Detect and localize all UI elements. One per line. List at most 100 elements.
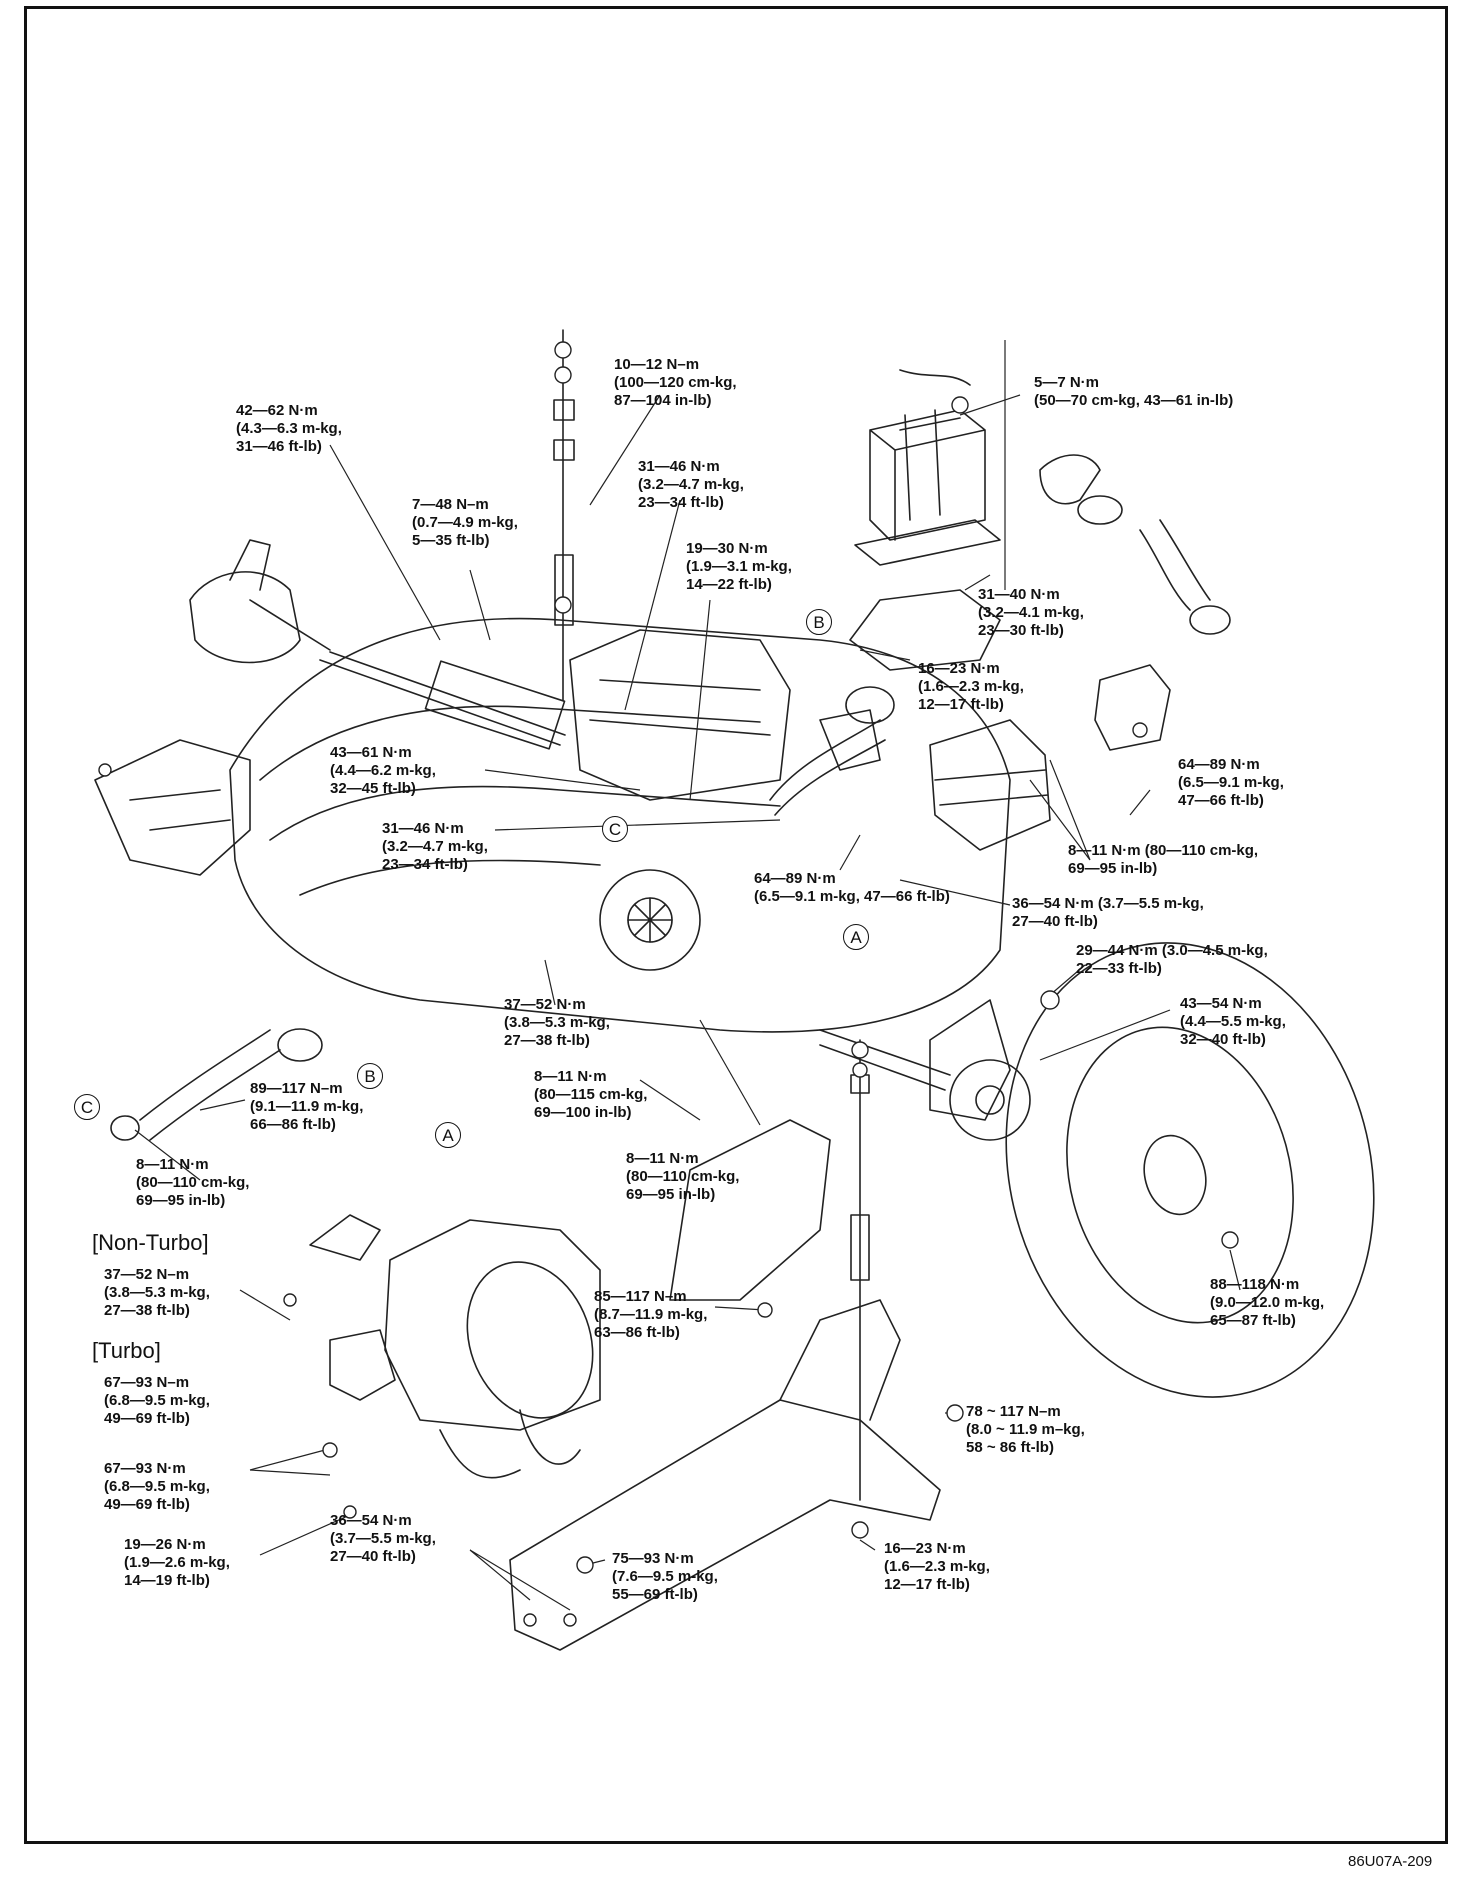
leader-t21 <box>134 1129 201 1181</box>
wheel-rim <box>1066 1026 1294 1324</box>
torque-spec: 7—48 N–m(0.7—4.9 m-kg,5—35 ft-lb) <box>412 496 518 549</box>
leader-t06 <box>689 599 711 801</box>
torque-spec: 31—46 N·m(3.2—4.7 m-kg,23—34 ft-lb) <box>638 458 744 511</box>
torque-spec: 42—62 N·m(4.3—6.3 m-kg,31—46 ft-lb) <box>236 402 342 455</box>
torque-spec: 37—52 N–m(3.8—5.3 m-kg,27—38 ft-lb) <box>104 1266 210 1319</box>
torque-spec: 31—40 N·m(3.2—4.1 m-kg,23—30 ft-lb) <box>978 586 1084 639</box>
intake-hose <box>1139 519 1211 611</box>
nut-18 <box>98 763 112 777</box>
nut-16 <box>523 1613 537 1627</box>
engine-mount-right <box>819 709 881 771</box>
engine-block <box>569 629 791 801</box>
leader-t11 <box>494 819 781 831</box>
intake-clamp-bottom <box>1189 605 1231 635</box>
torque-spec: 29—44 N·m (3.0—4.5 m-kg,22—33 ft-lb) <box>1076 942 1268 977</box>
mount-bush-1 <box>553 399 575 421</box>
reference-mark-a: A <box>843 924 869 950</box>
intake-clamp-top <box>1077 495 1123 525</box>
battery-carrier <box>849 589 1001 671</box>
nut-7 <box>852 1062 868 1078</box>
leader-t19 <box>199 1099 246 1111</box>
torque-spec: 5—7 N·m(50—70 cm-kg, 43—61 in-lb) <box>1034 374 1234 409</box>
leader-t03 <box>329 444 441 641</box>
diagram-frame <box>24 6 1448 1844</box>
hose-end-b <box>277 1028 323 1062</box>
nut-15 <box>343 1505 357 1519</box>
wheel-center <box>1143 1134 1207 1216</box>
leader-t28 <box>259 1514 351 1556</box>
mount-bush-2 <box>553 439 575 461</box>
nut-14 <box>322 1442 338 1458</box>
leader-t02 <box>959 394 1021 416</box>
torque-spec: 37—52 N·m(3.8—5.3 m-kg,27—38 ft-lb) <box>504 996 610 1049</box>
hose-end-c <box>110 1115 140 1141</box>
torque-spec: 16—23 N·m(1.6—2.3 m-kg,12—17 ft-lb) <box>918 660 1024 713</box>
torque-spec: 78 ~ 117 N–m(8.0 ~ 11.9 m–kg,58 ~ 86 ft-… <box>966 1403 1085 1456</box>
section-label-non-turbo: [Non-Turbo] <box>92 1230 209 1255</box>
reference-mark-c: C <box>74 1094 100 1120</box>
wire-harness <box>439 1409 581 1479</box>
grille <box>259 705 781 896</box>
mount-sleeve-lower <box>850 1214 870 1281</box>
nut-6 <box>851 1041 869 1059</box>
splash-shield-left <box>94 739 251 876</box>
engine-mount-turbo <box>329 1329 396 1401</box>
nut-4 <box>951 396 969 414</box>
wheel-hub <box>949 1059 1031 1141</box>
nut-12 <box>757 1302 773 1318</box>
clutch-spokes <box>627 897 673 943</box>
crossmember <box>509 1399 941 1651</box>
section-label-turbo: [Turbo] <box>92 1338 161 1363</box>
battery-tray <box>854 519 1001 566</box>
reference-mark-c: C <box>602 816 628 842</box>
tire-outer <box>1005 942 1375 1398</box>
torque-spec: 89—117 N–m(9.1—11.9 m-kg,66—86 ft-lb) <box>250 1080 364 1133</box>
leader-t10 <box>1129 789 1151 816</box>
nut-13 <box>851 1521 869 1539</box>
leader-t22 <box>239 1289 291 1321</box>
torque-spec: 8—11 N·m(80—110 cm-kg,69—95 in-lb) <box>626 1150 740 1203</box>
leader-t16 <box>544 959 556 1006</box>
nut-9 <box>1221 1231 1239 1249</box>
torque-spec: 36—54 N·m (3.7—5.5 m-kg,27—40 ft-lb) <box>1012 895 1204 930</box>
leader-t14 <box>899 879 1011 906</box>
leader-t29 <box>469 1549 571 1611</box>
steering-gearbox <box>189 539 301 664</box>
torque-spec: 43—61 N·m(4.4—6.2 m-kg,32—45 ft-lb) <box>330 744 436 797</box>
torque-spec: 19—26 N·m(1.9—2.6 m-kg,14—19 ft-lb) <box>124 1536 230 1589</box>
nut-8 <box>1040 990 1060 1010</box>
turbo-pipe <box>769 719 886 816</box>
clutch-disc <box>599 869 701 971</box>
splash-shield-lower <box>669 1119 831 1301</box>
torque-spec: 36—54 N·m(3.7—5.5 m-kg,27—40 ft-lb) <box>330 1512 436 1565</box>
torque-spec: 64—89 N·m(6.5—9.1 m-kg,47—66 ft-lb) <box>1178 756 1284 809</box>
hose-clamp-b <box>845 686 895 724</box>
body-outline <box>229 617 1011 1033</box>
leader-t25 <box>249 1449 331 1476</box>
leader-t20 <box>699 1019 761 1126</box>
leader-t23 <box>714 1306 766 1311</box>
torque-spec: 64—89 N·m(6.5—9.1 m-kg, 47—66 ft-lb) <box>754 870 950 905</box>
leader-t05 <box>469 569 491 641</box>
rack-housing <box>424 660 566 750</box>
crossmember-arm <box>779 1299 901 1421</box>
leader-t13 <box>839 834 861 871</box>
drive-shaft <box>819 1029 951 1091</box>
battery-clamp <box>899 409 961 521</box>
leader-t09 <box>484 769 641 791</box>
air-cleaner <box>929 719 1051 851</box>
torque-spec: 10—12 N–m(100—120 cm-kg,87—104 in-lb) <box>614 356 737 409</box>
air-duct <box>1039 454 1101 505</box>
reference-mark-b: B <box>806 609 832 635</box>
transaxle <box>384 1219 601 1431</box>
leader-t24 <box>1229 1249 1241 1291</box>
leader-t07 <box>964 574 991 591</box>
leader-t15 <box>1049 964 1086 996</box>
leader-t04 <box>624 499 681 711</box>
ground-strap <box>899 369 971 386</box>
reference-mark-b: B <box>357 1063 383 1089</box>
torque-spec: 67—93 N–m(6.8—9.5 m-kg,49—69 ft-lb) <box>104 1374 210 1427</box>
torque-spec: 8—11 N·m(80—110 cm-kg,69—95 in-lb) <box>136 1156 250 1209</box>
nut-11 <box>576 1556 594 1574</box>
